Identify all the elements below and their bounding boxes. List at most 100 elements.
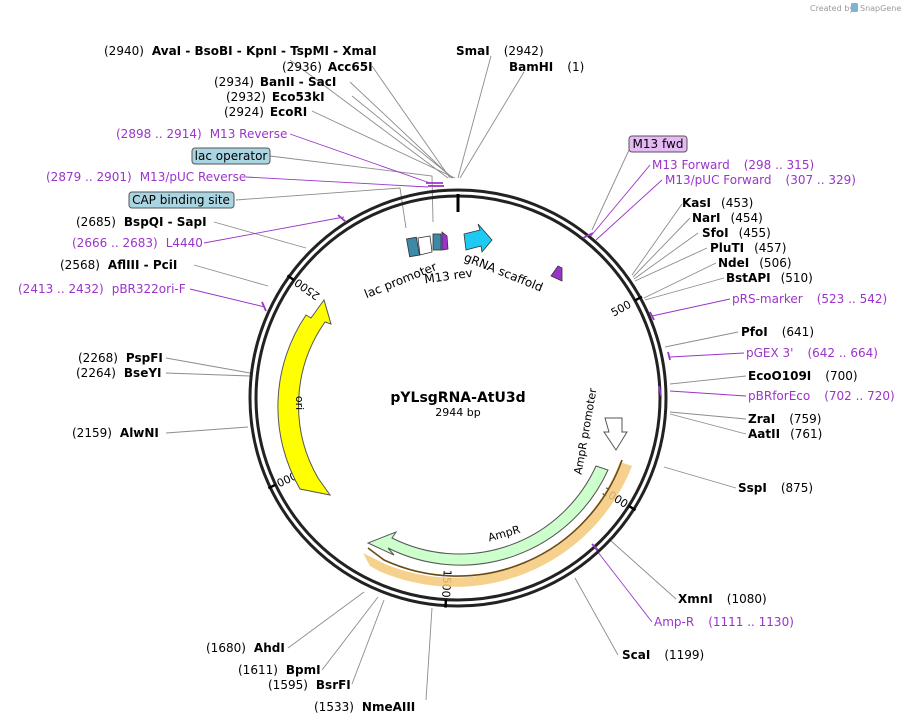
primer-sites — [261, 182, 671, 551]
leader-sspi — [663, 466, 737, 489]
leader-kasi — [631, 203, 683, 276]
feature-grna-scaffold: gRNA scaffold — [462, 223, 545, 294]
leader-l4440 — [203, 216, 345, 244]
leader-pbrforeco — [669, 390, 747, 397]
leader-m13-puc-reverse — [245, 176, 429, 188]
leader-scai — [574, 577, 619, 656]
leader-prs-marker — [651, 298, 731, 317]
enzyme-label-sspi: SspI(875) — [738, 481, 813, 495]
leader-bsrfi — [351, 599, 385, 685]
boxed-label-cap-binding-site: CAP binding site — [128, 191, 235, 209]
leader-ecori — [311, 110, 456, 179]
enzyme-label-pfoi: PfoI(641) — [741, 325, 814, 339]
plasmid-name: pYLsgRNA-AtU3d — [390, 390, 525, 406]
enzyme-label-acc65i: (2936)Acc65I — [282, 60, 373, 74]
enzyme-label-sfoi: SfoI(455) — [702, 226, 771, 240]
primer-site-l4440 — [337, 214, 347, 223]
primer-label-l4440: (2666 .. 2683)L4440 — [72, 236, 203, 250]
m13-rev-label: M13 rev — [423, 266, 473, 287]
leader-amp-r — [593, 546, 653, 623]
tick-label-2500: 2500 — [292, 276, 322, 303]
leader-lac-operator — [269, 155, 434, 223]
leader-ndei — [643, 262, 717, 299]
enzyme-label-pluti: PluTI(457) — [710, 241, 786, 255]
primer-site-pbr322ori-f — [261, 301, 267, 312]
enzyme-label-bstapi: BstAPI(510) — [726, 271, 813, 285]
boxed-label-m13-fwd: M13 fwd — [628, 135, 688, 153]
leader-bseyi — [165, 372, 251, 377]
leader-pfoi — [664, 331, 739, 348]
leader-eco53ki — [351, 95, 454, 179]
leader-pgex-3 — [669, 352, 745, 358]
primer-label-pbr322ori-f: (2413 .. 2432)pBR322ori-F — [18, 282, 186, 296]
leader-zrai — [669, 411, 747, 420]
leader-nmeaiii — [425, 607, 433, 701]
enzyme-label-ava-group: (2940)AvaI - BsoBI - KpnI - TspMI - XmaI — [104, 44, 377, 58]
enzyme-label-banii-saci: (2934)BanII - SacI — [214, 75, 336, 89]
enzyme-label-scai: ScaI(1199) — [622, 648, 704, 662]
boxed-label-lac-operator: lac operator — [191, 147, 271, 165]
svg-text:M13 fwd: M13 fwd — [633, 137, 684, 151]
grna-scaffold-label: gRNA scaffold — [462, 250, 545, 294]
primer-label-m13-reverse: (2898 .. 2914)M13 Reverse — [116, 127, 287, 141]
ampr-label: AmpR — [486, 523, 522, 545]
leader-lines — [165, 55, 747, 701]
tick-label-500: 500 — [609, 298, 634, 320]
enzyme-labels: (2940)AvaI - BsoBI - KpnI - TspMI - XmaI… — [60, 44, 858, 714]
enzyme-label-bspqi-sapi: (2685)BspQI - SapI — [76, 215, 207, 229]
created-by-text: Created by — [810, 4, 854, 13]
primer-label-pgex-3: pGEX 3'(642 .. 664) — [746, 346, 878, 360]
svg-text:CAP binding site: CAP binding site — [132, 193, 230, 207]
enzyme-label-pspfi: (2268)PspFI — [78, 351, 163, 365]
leader-cap — [235, 187, 407, 229]
enzyme-label-bamhi: BamHI(1) — [509, 60, 584, 74]
leader-pluti — [634, 247, 708, 282]
svg-text:lac operator: lac operator — [195, 149, 268, 163]
leader-smai — [457, 55, 492, 179]
leader-xmni — [609, 539, 677, 600]
enzyme-label-nmeaiii: (1533)NmeAIII — [314, 700, 415, 714]
tick-mark-1000 — [628, 504, 637, 512]
leader-bspqi — [213, 221, 307, 249]
leader-ecoo109i — [669, 375, 747, 385]
leader-m13-reverse — [289, 133, 431, 184]
ori-label: ori — [293, 396, 306, 410]
primer-label-prs-marker: pRS-marker(523 .. 542) — [732, 292, 887, 306]
leader-aatii — [669, 413, 747, 435]
plasmid-backbone — [248, 188, 668, 608]
tick-mark-2500 — [286, 274, 295, 282]
tick-mark-500 — [634, 295, 643, 302]
plasmid-length: 2944 bp — [435, 406, 480, 419]
leader-alwni — [165, 426, 249, 434]
enzyme-label-ecoo109i: EcoO109I(700) — [748, 369, 858, 383]
enzyme-label-ahdi: (1680)AhdI — [206, 641, 285, 655]
enzyme-label-bseyi: (2264)BseYI — [76, 366, 162, 380]
m13-fwd-arrow — [550, 265, 563, 282]
snapgene-brand-text: SnapGene — [860, 4, 901, 13]
enzyme-label-aatii: AatII(761) — [748, 427, 822, 441]
primer-label-m13-puc-forward: M13/pUC Forward(307 .. 329) — [665, 173, 856, 187]
primer-leader-lines — [189, 133, 747, 623]
primer-site-pbrforeco — [658, 385, 662, 397]
primer-site-prs-marker — [649, 311, 655, 321]
enzyme-label-bsrfi: (1595)BsrFI — [268, 678, 351, 692]
leader-m13-fwd — [591, 149, 630, 231]
primer-label-pbrforeco: pBRforEco(702 .. 720) — [748, 389, 895, 403]
enzyme-label-ecori: (2924)EcoRI — [224, 105, 307, 119]
primer-label-amp-r: Amp-R(1111 .. 1130) — [654, 615, 794, 629]
tick-mark-2000 — [267, 483, 277, 490]
leader-nari — [632, 217, 691, 278]
enzyme-label-eco53ki: (2932)Eco53kI — [226, 90, 325, 104]
enzyme-label-afliii-pcii: (2568)AflIII - PciI — [60, 258, 177, 272]
enzyme-label-xmni: XmnI(1080) — [678, 592, 767, 606]
primer-site-m13-forward — [582, 232, 594, 239]
leader-bstapi — [644, 277, 725, 301]
enzyme-label-bpmi: (1611)BpmI — [238, 663, 321, 677]
leader-acc65i — [371, 65, 451, 179]
primer-labels: (2898 .. 2914)M13 Reverse (2879 .. 2901)… — [18, 127, 895, 629]
enzyme-label-smai: SmaI(2942) — [456, 44, 544, 58]
leader-m13-forward — [589, 164, 651, 238]
feature-ori: ori — [277, 298, 332, 496]
leader-m13-puc-forward — [595, 179, 663, 241]
